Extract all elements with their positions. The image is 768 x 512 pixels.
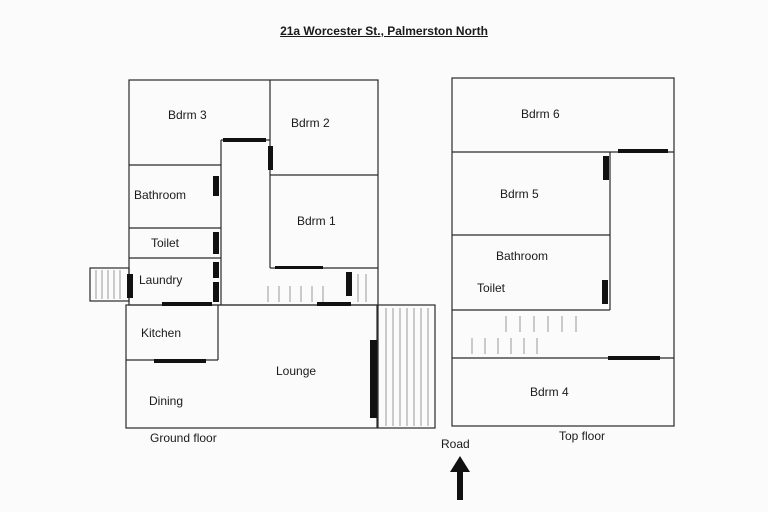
top-floor-walls — [451, 77, 675, 427]
top-stairs — [471, 316, 577, 354]
plan-title: 21a Worcester St., Palmerston North — [280, 24, 488, 38]
road-arrow-icon — [450, 456, 470, 500]
room-label-bathroom: Bathroom — [134, 188, 187, 202]
room-label-bdrm2: Bdrm 2 — [291, 116, 330, 130]
room-label-bdrm6: Bdrm 6 — [521, 107, 560, 121]
room-label-bdrm4: Bdrm 4 — [530, 385, 569, 399]
room-label-bdrm1: Bdrm 1 — [297, 214, 336, 228]
room-label-kitchen: Kitchen — [141, 326, 182, 340]
room-label-bdrm5: Bdrm 5 — [500, 187, 539, 201]
ground-stairs — [267, 274, 367, 302]
top-doors — [602, 149, 668, 360]
top-floor-caption: Top floor — [559, 429, 606, 443]
ground-floor-walls — [89, 79, 436, 429]
room-label-top-toilet: Toilet — [477, 281, 506, 295]
room-label-lounge: Lounge — [276, 364, 317, 378]
room-label-bdrm3: Bdrm 3 — [168, 108, 207, 122]
ground-doors — [127, 138, 377, 418]
room-label-dining: Dining — [149, 394, 184, 408]
laundry-steps — [95, 270, 121, 299]
deck-stripes — [385, 308, 429, 426]
road-label: Road — [441, 437, 470, 451]
room-label-toilet: Toilet — [151, 236, 180, 250]
room-label-laundry: Laundry — [139, 273, 183, 287]
room-label-top-bathroom: Bathroom — [496, 249, 549, 263]
ground-floor-caption: Ground floor — [150, 431, 217, 445]
